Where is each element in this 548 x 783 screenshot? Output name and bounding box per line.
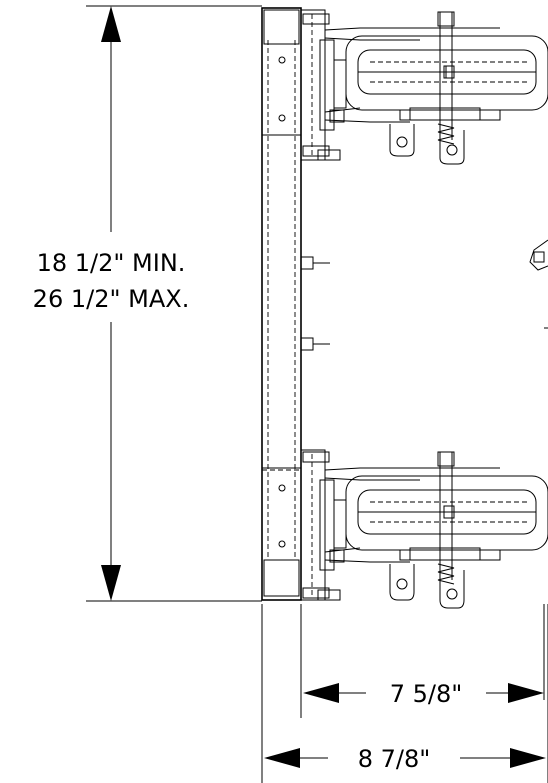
lower-roller-assembly — [300, 449, 548, 609]
arrowhead-up — [101, 6, 121, 42]
inner-width-dimension: 7 5/8" — [300, 604, 545, 718]
partial-part-right — [529, 239, 548, 329]
arrowhead-right — [508, 683, 544, 703]
arrowhead-down — [101, 565, 121, 601]
height-min-label: 18 1/2" MIN. — [37, 249, 186, 277]
arrowhead-left — [303, 683, 339, 703]
vertical-dimension: 18 1/2" MIN. 26 1/2" MAX. — [33, 5, 262, 602]
inner-width-label: 7 5/8" — [390, 680, 463, 708]
arrowhead-right — [510, 748, 546, 768]
outer-width-label: 8 7/8" — [358, 745, 431, 773]
outer-width-dimension: 8 7/8" — [261, 604, 548, 783]
vertical-post — [261, 7, 330, 601]
height-max-label: 26 1/2" MAX. — [33, 285, 190, 313]
upper-roller-assembly — [300, 9, 548, 165]
arrowhead-left — [264, 748, 300, 768]
